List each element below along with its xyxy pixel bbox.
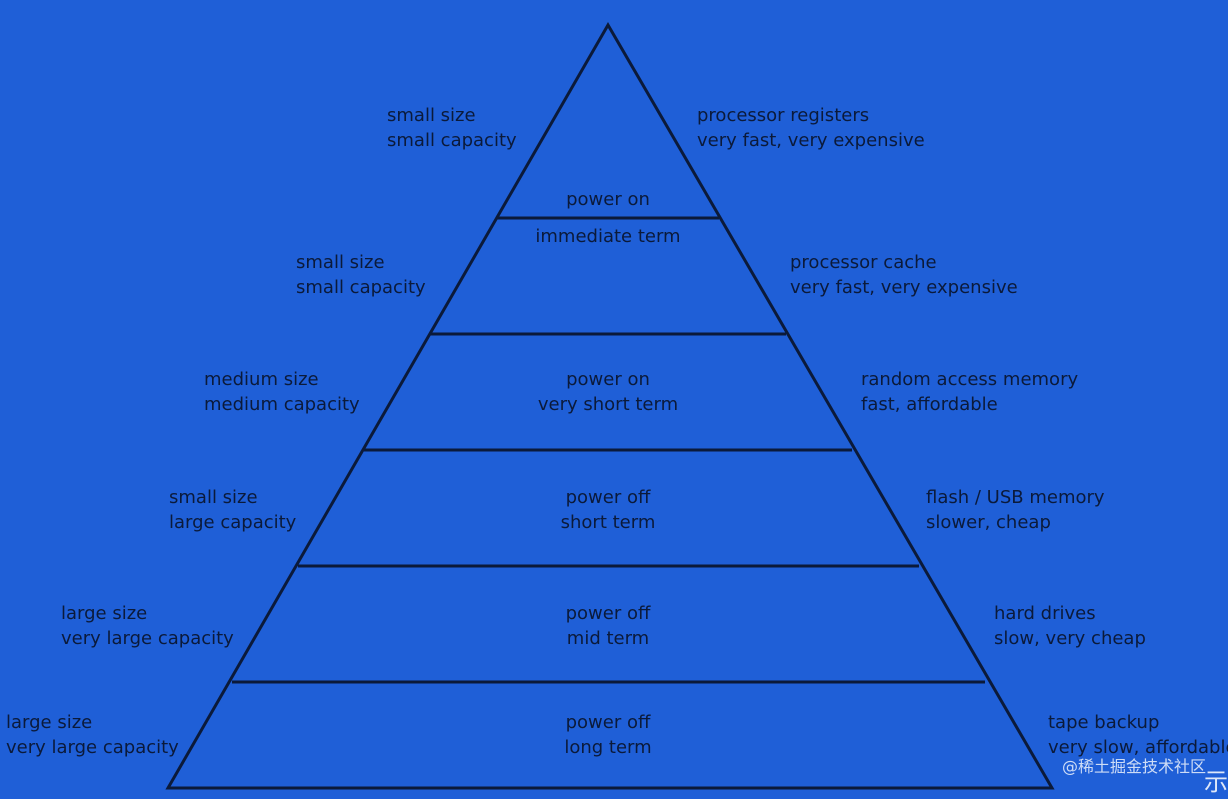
level-1-center-label: power on [488,187,728,212]
level-1-power: power on [566,189,650,210]
level-2-center-label: immediate term [488,224,728,249]
level-5-power: power off [565,603,651,624]
level-5-right-label: hard drives slow, very cheap [994,601,1146,651]
level-1-right-label: processor registers very fast, very expe… [697,103,925,153]
watermark-glyph: 示 [1204,768,1228,796]
level-4-speed-cost: slower, cheap [926,512,1051,533]
level-3-term: very short term [537,394,679,415]
level-3-size: medium size [204,369,319,390]
level-1-left-label: small size small capacity [387,103,517,153]
level-4-center-label: power off short term [488,485,728,535]
level-3-center-label: power on very short term [488,367,728,417]
level-2-term: immediate term [535,226,681,247]
level-6-center-label: power off long term [488,710,728,760]
level-5-capacity: very large capacity [61,628,234,649]
level-2-right-label: processor cache very fast, very expensiv… [790,250,1018,300]
level-4-memory-type: flash / USB memory [926,487,1105,508]
level-5-term: mid term [566,628,650,649]
level-1-memory-type: processor registers [697,105,870,126]
level-6-memory-type: tape backup [1048,712,1160,733]
level-4-right-label: flash / USB memory slower, cheap [926,485,1105,535]
level-6-capacity: very large capacity [6,737,179,758]
level-6-left-label: large size very large capacity [6,710,179,760]
level-5-size: large size [61,603,148,624]
level-3-right-label: random access memory fast, affordable [861,367,1078,417]
level-5-left-label: large size very large capacity [61,601,234,651]
level-3-power: power on [566,369,650,390]
level-3-speed-cost: fast, affordable [861,394,998,415]
level-2-capacity: small capacity [296,277,426,298]
level-6-speed-cost: very slow, affordable [1048,737,1228,758]
pyramid-outline [165,22,1055,790]
level-6-power: power off [565,712,651,733]
level-2-left-label: small size small capacity [296,250,426,300]
level-2-memory-type: processor cache [790,252,937,273]
level-1-size: small size [387,105,476,126]
level-2-speed-cost: very fast, very expensive [790,277,1018,298]
level-5-memory-type: hard drives [994,603,1096,624]
level-1-capacity: small capacity [387,130,517,151]
level-4-power: power off [565,487,651,508]
level-2-size: small size [296,252,385,273]
level-1-speed-cost: very fast, very expensive [697,130,925,151]
level-4-term: short term [560,512,656,533]
level-6-size: large size [6,712,93,733]
level-5-speed-cost: slow, very cheap [994,628,1146,649]
level-3-capacity: medium capacity [204,394,360,415]
level-4-left-label: small size large capacity [169,485,296,535]
level-4-size: small size [169,487,258,508]
level-3-left-label: medium size medium capacity [204,367,360,417]
level-6-right-label: tape backup very slow, affordable [1048,710,1228,760]
level-5-center-label: power off mid term [488,601,728,651]
watermark-text: @稀土掘金技术社区 [1061,757,1206,776]
level-6-term: long term [564,737,652,758]
level-4-capacity: large capacity [169,512,297,533]
level-3-memory-type: random access memory [861,369,1079,390]
